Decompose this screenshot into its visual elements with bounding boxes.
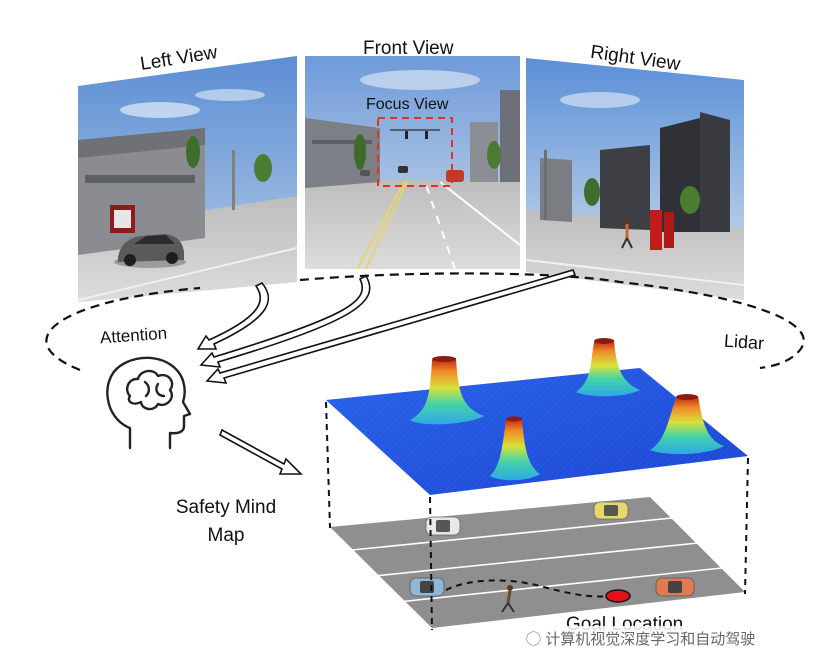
goal-location-marker [606,590,630,602]
right-view-image [526,58,744,300]
left-view-image [78,56,297,302]
road-car-yellow [594,502,628,519]
safety-mind-map-label-line2: Map [166,522,286,550]
risk-peak-2 [576,338,640,396]
front-view-image [305,56,520,269]
focus-view-label: Focus View [366,96,448,114]
view-to-attention-arrows [198,270,575,383]
road-plane [330,497,745,628]
front-view-label: Front View [363,38,453,60]
wechat-icon: ◯ [526,631,541,648]
road-car-orange [656,578,694,596]
safety-mind-map-surface [326,338,748,495]
safety-mind-map-label: Safety Mind Map [166,494,286,550]
road-car-blue [410,578,444,596]
lidar-label: Lidar [723,331,764,355]
attention-to-map-arrow [220,430,301,474]
watermark-text: 计算机视觉深度学习和自动驾驶 [545,631,755,648]
watermark: ◯ 计算机视觉深度学习和自动驾驶 [522,626,759,651]
head-with-brain-icon [107,358,190,448]
safety-mind-map-label-line1: Safety Mind [166,494,286,522]
